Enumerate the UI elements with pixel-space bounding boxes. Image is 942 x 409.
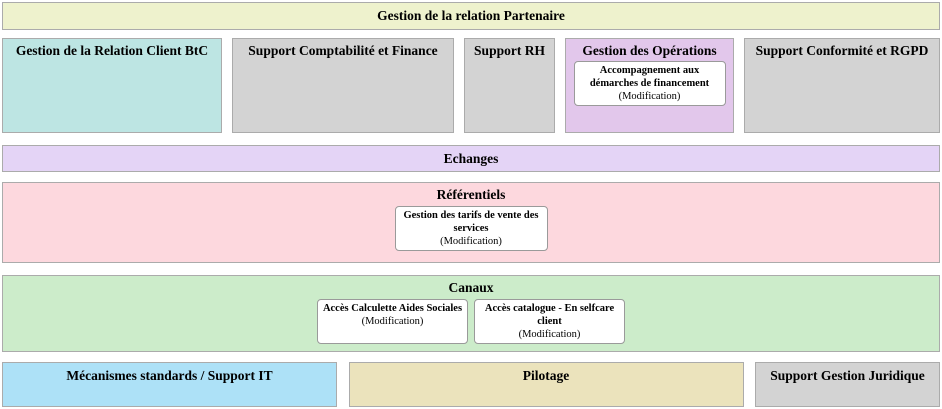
block-label: Support Gestion Juridique xyxy=(770,368,925,383)
title-band-label: Gestion de la relation Partenaire xyxy=(377,8,565,24)
block-label: Pilotage xyxy=(522,368,570,383)
block-label: Support RH xyxy=(474,43,545,58)
capability-card-catalogue: Accès catalogue - En selfcare client (Mo… xyxy=(474,299,625,345)
domain-row: Gestion de la Relation Client BtC Suppor… xyxy=(2,38,940,133)
capability-card-status: (Modification) xyxy=(440,236,502,248)
band-echanges: Echanges xyxy=(2,145,940,172)
block-support-gestion-juridique: Support Gestion Juridique xyxy=(755,362,940,407)
capability-card-calculette: Accès Calculette Aides Sociales (Modific… xyxy=(317,299,468,345)
block-label: Gestion de la Relation Client BtC xyxy=(15,43,209,58)
block-label: Mécanismes standards / Support IT xyxy=(66,368,273,383)
capability-card-status: (Modification) xyxy=(361,316,424,328)
block-mecanismes-support-it: Mécanismes standards / Support IT xyxy=(2,362,337,407)
block-pilotage: Pilotage xyxy=(348,362,744,407)
band-label: Echanges xyxy=(443,150,499,166)
block-relation-client-btc: Gestion de la Relation Client BtC xyxy=(2,38,222,133)
block-support-rh: Support RH xyxy=(464,38,555,133)
capability-card-status: (Modification) xyxy=(518,329,581,341)
capability-card-title: Accompagnement aux démarches de financem… xyxy=(589,64,710,90)
capability-card-title: Accès Calculette Aides Sociales xyxy=(322,303,463,314)
capability-card-title: Accès catalogue - En selfcare client xyxy=(484,303,615,328)
capability-card-title: Gestion des tarifs de vente des services xyxy=(403,210,539,235)
capability-card-financement: Accompagnement aux démarches de financem… xyxy=(573,60,726,107)
band-referentiels: Référentiels Gestion des tarifs de vente… xyxy=(2,182,940,263)
bottom-row: Mécanismes standards / Support IT Pilota… xyxy=(2,362,940,407)
block-label: Support Conformité et RGPD xyxy=(755,43,929,58)
block-support-conformite-rgpd: Support Conformité et RGPD xyxy=(744,38,940,133)
band-label: Canaux xyxy=(448,280,494,295)
block-support-comptabilite-finance: Support Comptabilité et Finance xyxy=(232,38,454,133)
band-label: Référentiels xyxy=(436,187,506,202)
capability-card-status: (Modification) xyxy=(618,91,681,103)
band-canaux: Canaux Accès Calculette Aides Sociales (… xyxy=(2,275,940,352)
block-label: Support Comptabilité et Finance xyxy=(248,43,438,58)
canaux-cards: Accès Calculette Aides Sociales (Modific… xyxy=(3,299,939,345)
block-gestion-operations: Gestion des Opérations Accompagnement au… xyxy=(565,38,734,133)
title-band: Gestion de la relation Partenaire xyxy=(2,2,940,30)
capability-card-tarifs: Gestion des tarifs de vente des services… xyxy=(394,206,548,252)
block-label: Gestion des Opérations xyxy=(582,43,717,58)
